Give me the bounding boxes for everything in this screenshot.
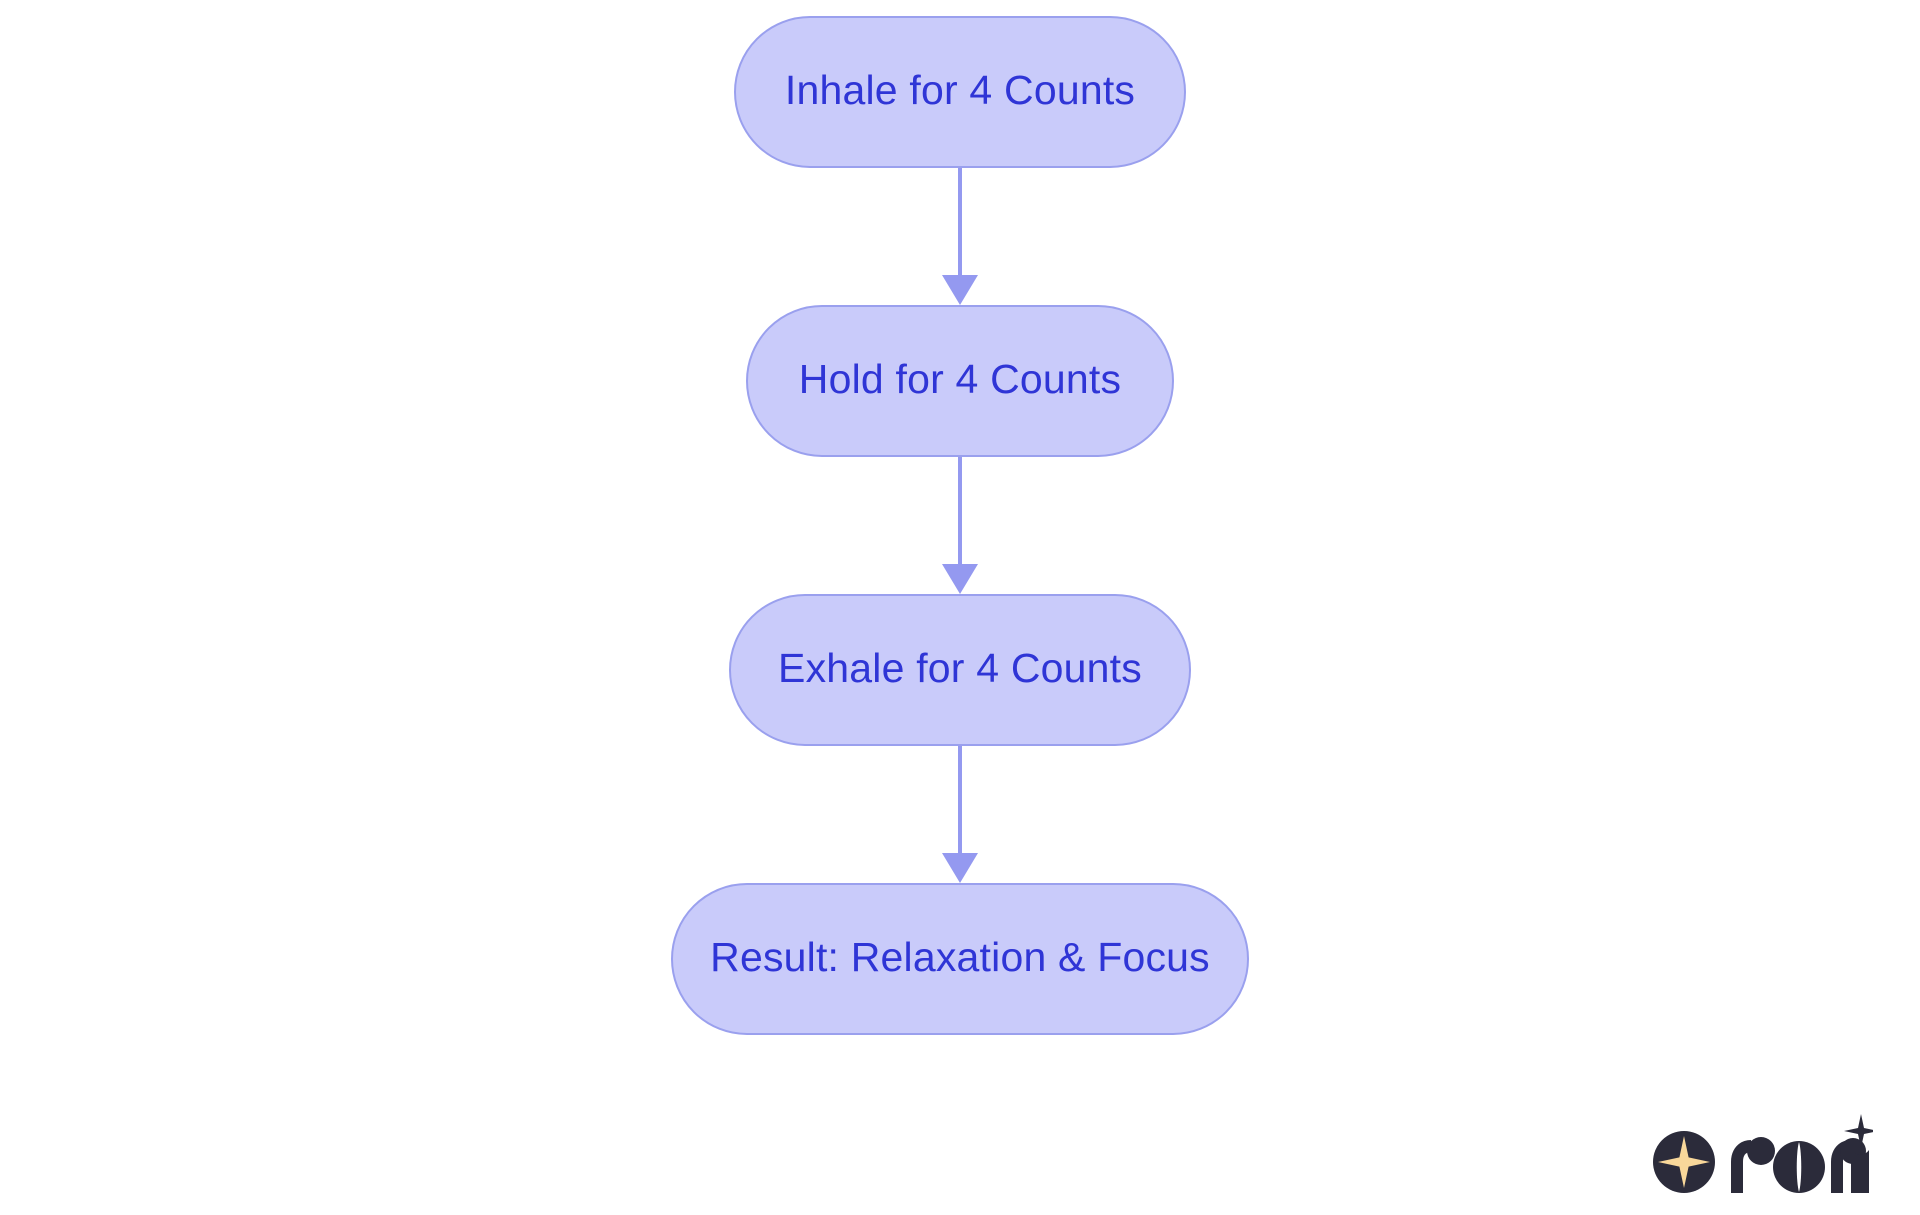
logo-letter-i bbox=[1851, 1150, 1869, 1193]
flow-node-result[interactable]: Result: Relaxation & Focus bbox=[671, 883, 1249, 1035]
flow-node-label: Result: Relaxation & Focus bbox=[710, 934, 1210, 980]
arrow-head-down-icon bbox=[942, 564, 978, 594]
edge-line bbox=[958, 168, 962, 275]
logo-letter-r-1 bbox=[1731, 1137, 1775, 1193]
flow-node-exhale[interactable]: Exhale for 4 Counts bbox=[729, 594, 1191, 746]
brand-logo bbox=[1653, 1112, 1878, 1204]
arrow-head-down-icon bbox=[942, 275, 978, 305]
rori-logo-icon bbox=[1653, 1114, 1878, 1193]
edge-line bbox=[958, 746, 962, 853]
arrow-head-down-icon bbox=[942, 853, 978, 883]
logo-letter-o bbox=[1773, 1141, 1825, 1193]
edge-line bbox=[958, 457, 962, 564]
flow-edge-inhale-to-hold bbox=[940, 168, 980, 305]
flow-node-hold[interactable]: Hold for 4 Counts bbox=[746, 305, 1174, 457]
star-in-circle-icon bbox=[1653, 1131, 1715, 1193]
flow-edge-exhale-to-result bbox=[940, 746, 980, 883]
flow-node-label: Exhale for 4 Counts bbox=[778, 645, 1142, 691]
flow-node-label: Hold for 4 Counts bbox=[798, 356, 1122, 402]
flowchart-column: Inhale for 4 Counts Hold for 4 Counts Ex… bbox=[0, 16, 1920, 1035]
logo-sparkle-star-icon bbox=[1844, 1114, 1878, 1148]
flow-edge-hold-to-exhale bbox=[940, 457, 980, 594]
flow-node-label: Inhale for 4 Counts bbox=[784, 67, 1136, 113]
flow-node-inhale[interactable]: Inhale for 4 Counts bbox=[734, 16, 1186, 168]
